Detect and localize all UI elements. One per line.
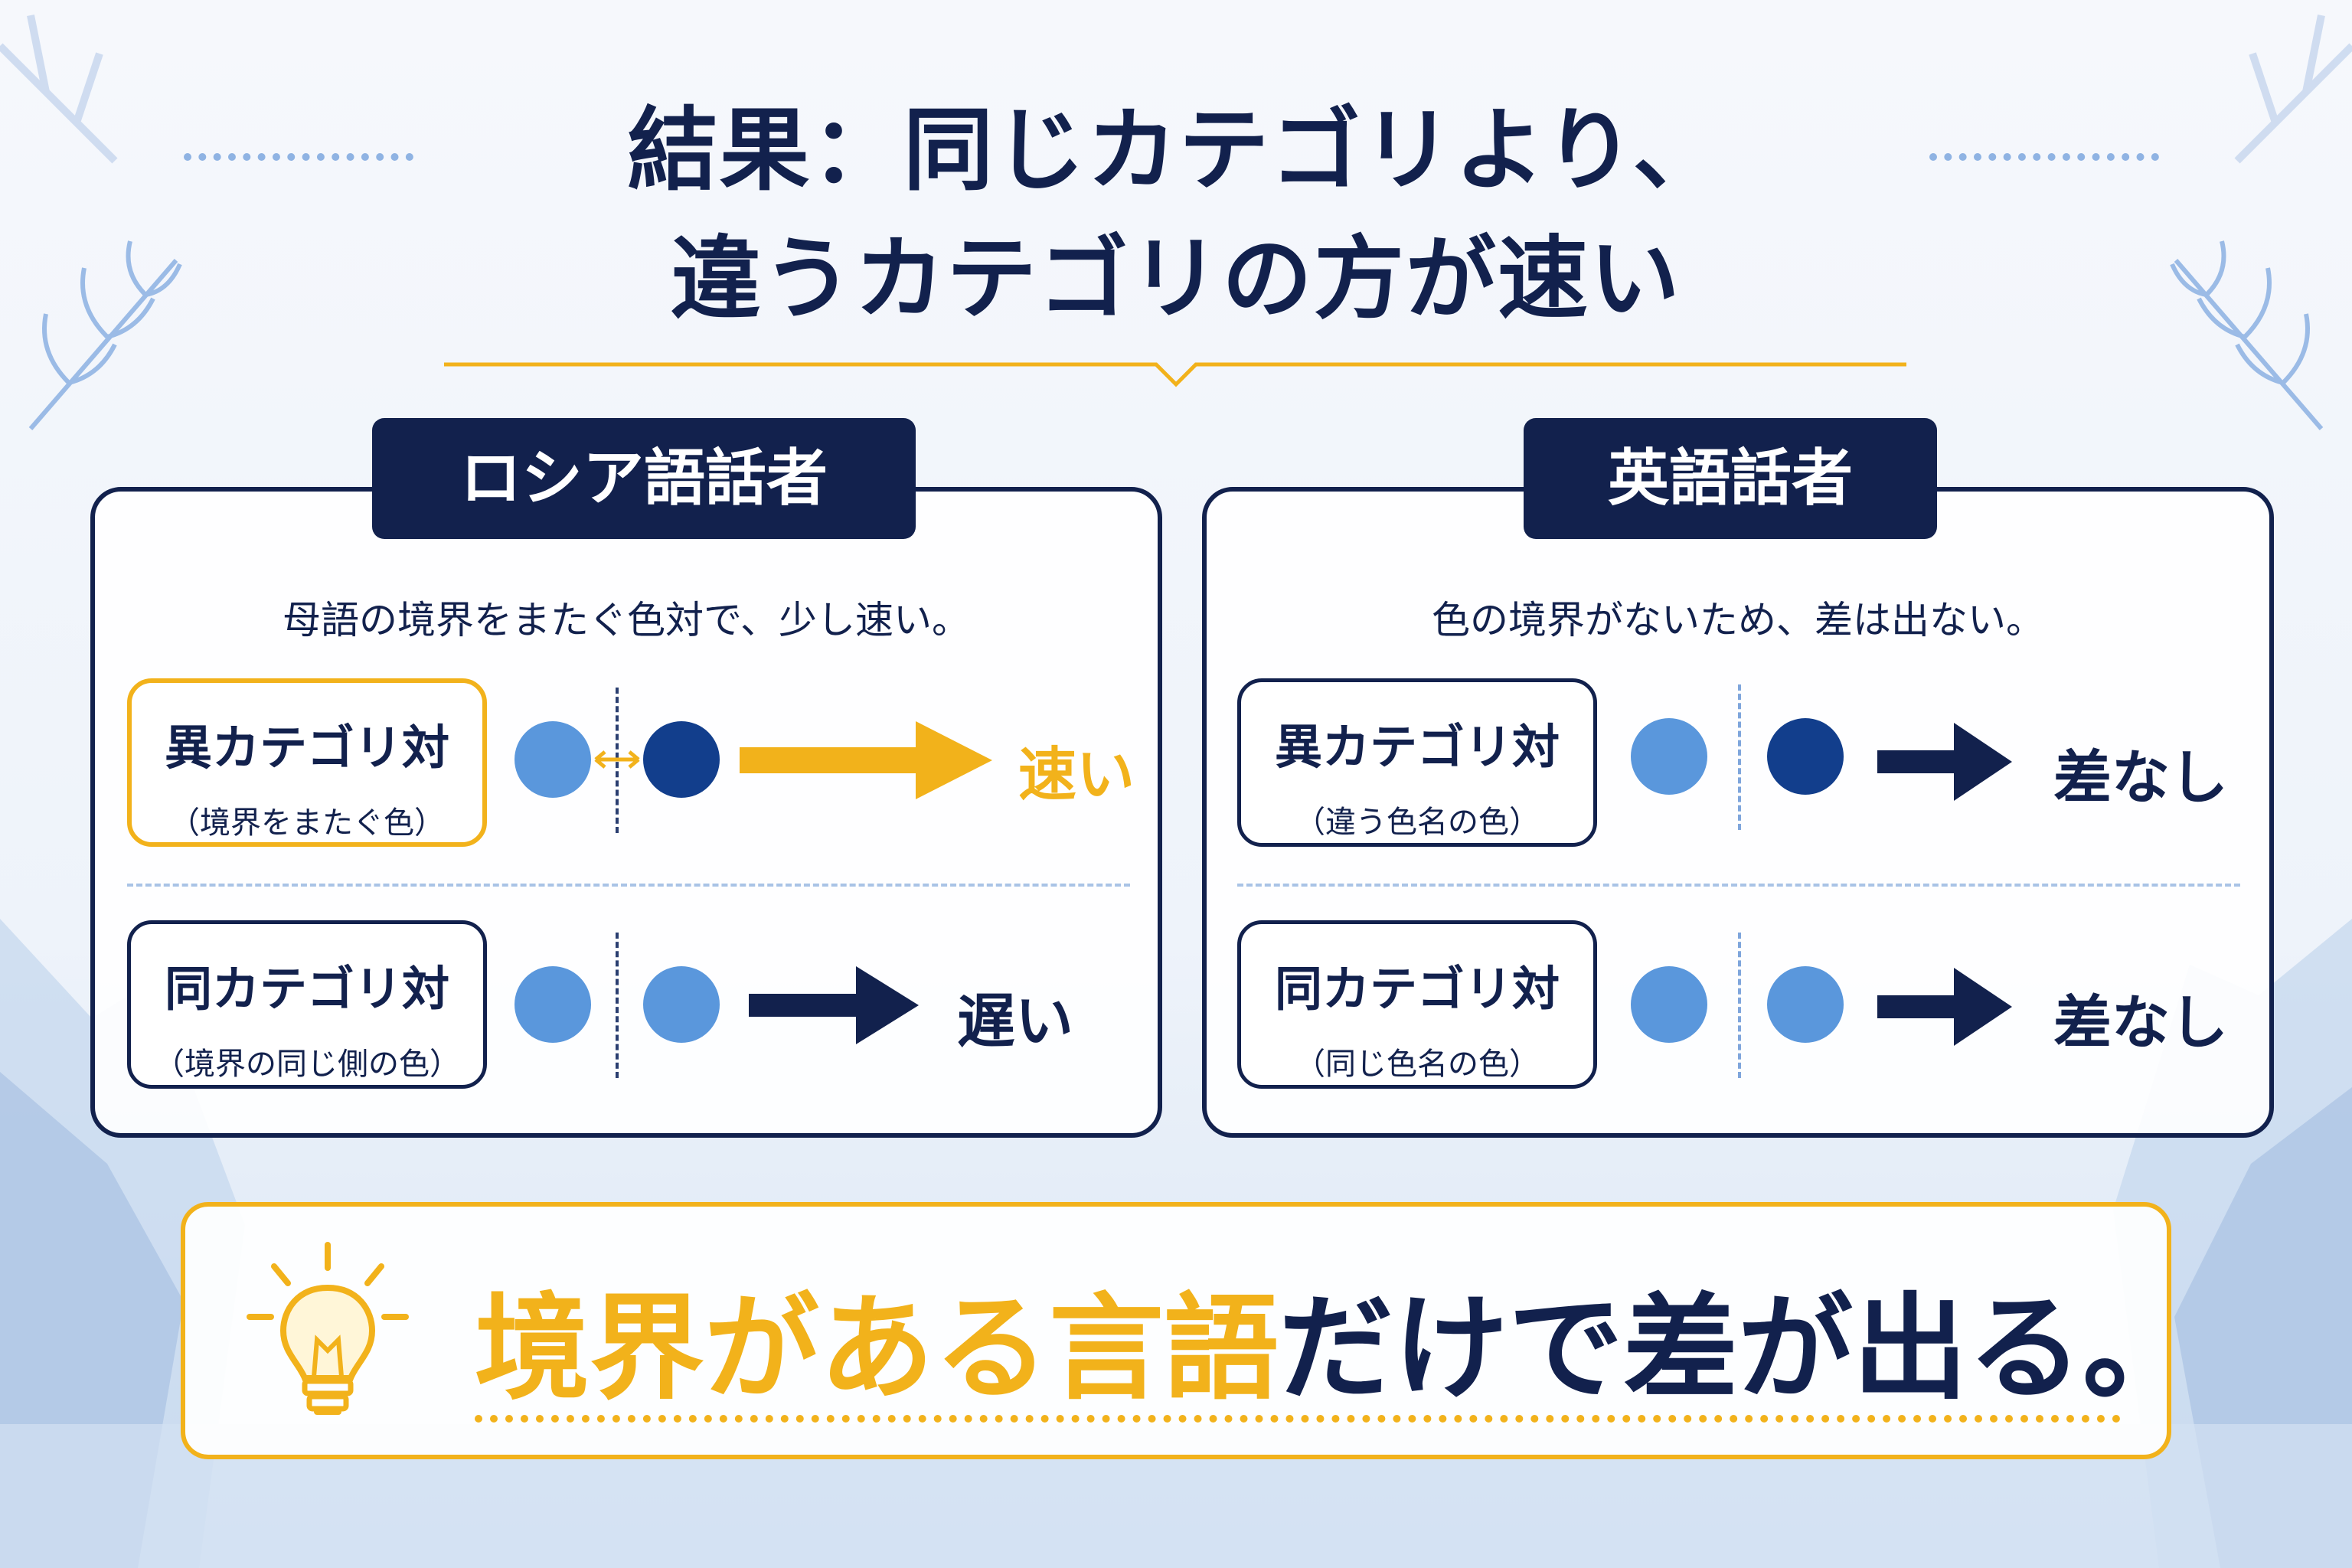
en-row1-dot-b — [1767, 718, 1844, 795]
en-row1-divider — [1738, 684, 1741, 830]
conclusion-text: 境界がある言語だけで差が出る。 — [475, 1256, 2197, 1422]
ru-row1-dot-a — [514, 721, 591, 798]
page-title-line2: 違うカテゴリの方が速い — [670, 226, 1681, 332]
page-title-line1: 結果：同じカテゴリより、 — [627, 97, 1725, 203]
ru-row2-label: 同カテゴリ対 — [164, 961, 449, 1017]
title-dots-left — [184, 153, 413, 161]
ru-row1-label: 異カテゴリ対 — [164, 720, 449, 776]
ru-row2-dot-a — [514, 966, 591, 1043]
ru-row2-divider — [616, 933, 619, 1078]
lightbulb-icon — [247, 1242, 409, 1415]
en-row1-dot-a — [1631, 718, 1707, 795]
leaf-left-icon — [28, 240, 182, 430]
en-row2-label-box: 同カテゴリ対 （同じ色名の色） — [1237, 920, 1597, 1089]
en-row2-sublabel: （同じ色名の色） — [1295, 1047, 1540, 1082]
title-dots-right — [1929, 153, 2159, 161]
conclusion-highlight: 境界がある言語 — [475, 1282, 1279, 1416]
panel-english-tab: 英語話者 — [1524, 418, 1937, 539]
leaf-right-icon — [2170, 240, 2324, 430]
en-row2-result: 差なし — [2053, 988, 2228, 1057]
ru-row2-sublabel: （境界の同じ側の色） — [154, 1047, 460, 1082]
en-row1-label-box: 異カテゴリ対 （違う色名の色） — [1237, 678, 1597, 847]
ru-row-separator — [127, 884, 1130, 887]
frost-branch-right-icon — [2234, 15, 2352, 164]
frost-branch-left-icon — [0, 15, 118, 164]
en-row2-dot-b — [1767, 966, 1844, 1043]
ru-row2-arrow-icon — [749, 966, 919, 1044]
ru-row2-result: 遅い — [957, 987, 1073, 1055]
en-row2-arrow-icon — [1877, 968, 2012, 1046]
ru-row1-label-box: 異カテゴリ対 （境界をまたぐ色） — [127, 678, 487, 847]
ru-row2-label-box: 同カテゴリ対 （境界の同じ側の色） — [127, 920, 487, 1089]
en-row2-label: 同カテゴリ対 — [1274, 961, 1560, 1017]
panel-english-subtitle: 色の境界がないため、差は出ない。 — [1432, 598, 2044, 642]
ru-row1-small-arrow-icon — [594, 750, 640, 769]
en-row2-dot-a — [1631, 966, 1707, 1043]
en-row1-sublabel: （違う色名の色） — [1295, 805, 1540, 840]
conclusion-dots — [475, 1415, 2121, 1423]
title-underline — [444, 362, 1906, 387]
en-row2-divider — [1738, 933, 1741, 1078]
panel-russian-subtitle: 母語の境界をまたぐ色対で、少し速い。 — [283, 598, 970, 642]
ru-row1-sublabel: （境界をまたぐ色） — [169, 805, 445, 841]
ru-row1-dot-b — [643, 721, 720, 798]
en-row1-label: 異カテゴリ対 — [1274, 719, 1560, 775]
en-row1-arrow-icon — [1877, 723, 2012, 801]
ru-row1-result: 速い — [1018, 740, 1135, 808]
conclusion-rest: だけで差が出る。 — [1279, 1282, 2198, 1416]
ru-row2-dot-b — [643, 966, 720, 1043]
panel-russian-tab: ロシア語話者 — [372, 418, 916, 539]
en-row1-result: 差なし — [2053, 743, 2228, 812]
ru-row1-arrow-icon — [740, 721, 992, 799]
en-row-separator — [1237, 884, 2240, 887]
